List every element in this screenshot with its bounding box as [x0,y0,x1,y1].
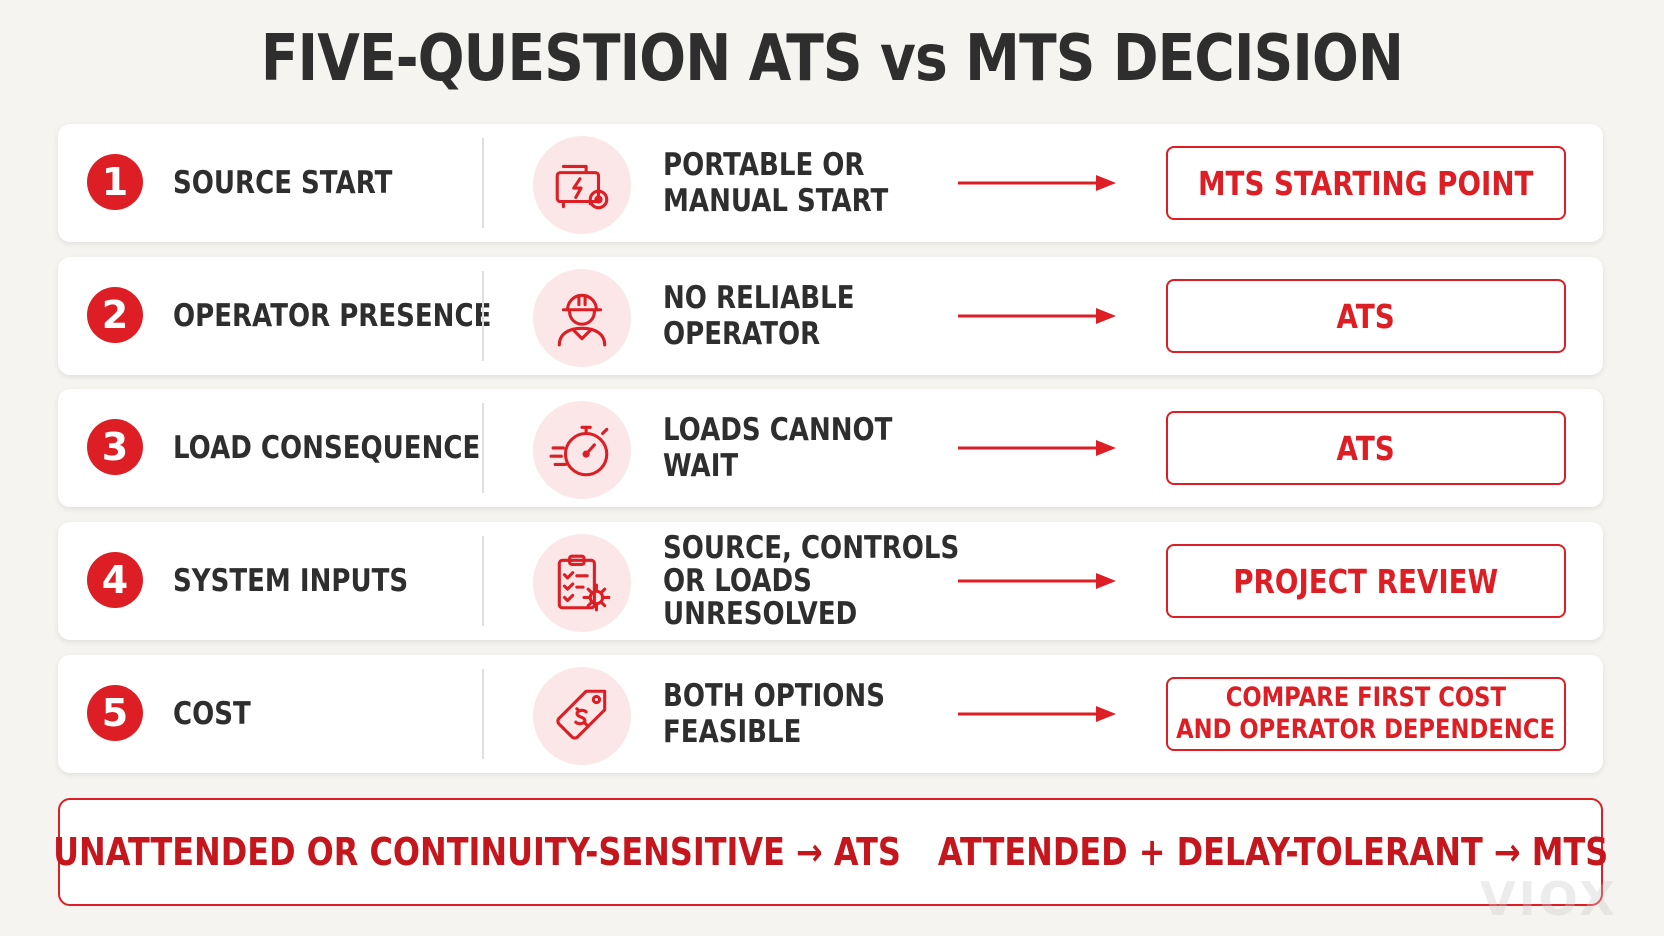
condition-text: LOADS CANNOT WAIT [663,389,915,507]
condition-line: BOTH OPTIONS [663,678,885,714]
summary-box: UNATTENDED OR CONTINUITY-SENSITIVE → ATS… [53,798,1608,906]
decision-row-cost: 5 COST BOTH OPTIONS FEASIBLE COMPARE FIR… [58,655,1603,773]
generator-icon [533,136,631,234]
arrow-right-icon [958,308,1116,324]
result-line: AND OPERATOR DEPENDENCE [1176,714,1556,745]
condition-line: NO RELIABLE [663,280,855,316]
question-label: OPERATOR PRESENCE [173,298,492,334]
condition-line: OR LOADS [663,562,812,599]
result-box: PROJECT REVIEW [1166,544,1566,618]
arrow-right-icon [958,175,1116,191]
decision-row-source-start: 1 SOURCE START PORTABLE OR MANUAL START … [58,124,1603,242]
step-number-badge: 2 [87,287,143,343]
condition-text: BOTH OPTIONS FEASIBLE [663,655,915,773]
question-label: COST [173,696,251,732]
summary-left-rule: UNATTENDED OR CONTINUITY-SENSITIVE → ATS [52,830,901,874]
condition-text: SOURCE, CONTROLS OR LOADS UNRESOLVED [663,522,960,640]
row-divider [482,669,484,759]
brand-watermark: VIOX [1480,872,1618,926]
question-label: LOAD CONSEQUENCE [173,430,481,466]
result-box: MTS STARTING POINT [1166,146,1566,220]
condition-line: MANUAL START [663,183,889,219]
row-divider [482,403,484,493]
decision-row-operator-presence: 2 OPERATOR PRESENCE NO RELIABLE OPERATOR… [58,257,1603,375]
page-title: FIVE-QUESTION ATS vs MTS DECISION [260,22,1404,96]
operator-hardhat-icon [533,269,631,367]
arrow-right-icon [958,440,1116,456]
step-number-badge: 5 [87,685,143,741]
row-divider [482,536,484,626]
decision-row-system-inputs: 4 SYSTEM INPUTS SOURCE, CONTROLS OR LOAD… [58,522,1603,640]
step-number-badge: 1 [87,154,143,210]
decision-row-load-consequence: 3 LOAD CONSEQUENCE LOADS CANNOT WAIT ATS [58,389,1603,507]
row-divider [482,138,484,228]
checklist-gear-icon [533,534,631,632]
result-line: ATS [1336,428,1396,468]
condition-text: NO RELIABLE OPERATOR [663,257,915,375]
question-label: SOURCE START [173,165,393,201]
result-line: COMPARE FIRST COST [1225,682,1507,713]
arrow-right-icon [958,706,1116,722]
result-line: PROJECT REVIEW [1233,561,1499,601]
result-box: COMPARE FIRST COST AND OPERATOR DEPENDEN… [1166,677,1566,751]
price-tag-icon [533,667,631,765]
condition-line: WAIT [663,448,739,484]
result-box: ATS [1166,279,1566,353]
condition-line: LOADS CANNOT [663,412,893,448]
condition-line: PORTABLE OR [663,147,865,183]
stopwatch-icon [533,401,631,499]
step-number-badge: 3 [87,419,143,475]
result-line: MTS STARTING POINT [1198,163,1534,203]
condition-line: SOURCE, CONTROLS [663,529,960,566]
step-number-badge: 4 [87,552,143,608]
question-label: SYSTEM INPUTS [173,563,409,599]
condition-text: PORTABLE OR MANUAL START [663,124,915,242]
condition-line: UNRESOLVED [663,595,858,632]
result-box: ATS [1166,411,1566,485]
condition-line: FEASIBLE [663,714,802,750]
arrow-right-icon [958,573,1116,589]
summary-right-rule: ATTENDED + DELAY-TOLERANT → MTS [937,830,1609,874]
result-line: ATS [1336,296,1396,336]
row-divider [482,271,484,361]
condition-line: OPERATOR [663,316,821,352]
